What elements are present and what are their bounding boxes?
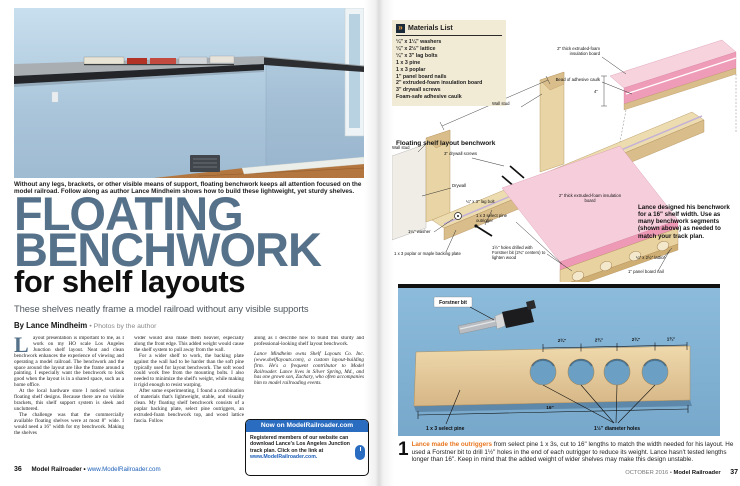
column-3: along as I describe how to build this st… [254,336,364,464]
materials-title: Materials List [408,25,453,32]
footer-url[interactable]: www.ModelRailroader.com [87,466,161,473]
label-backing-plate: 1 x 3 poplar or maple backing plate [394,251,461,256]
dim-spacing-3: 2¾" [632,336,641,342]
dim-4: 4" [594,89,599,94]
label-outrigger: 1 x 3 select pine outrigger [476,213,508,223]
wall-outlet [51,91,59,103]
label-wall-stud: Wall stud [392,145,410,150]
title-line-3: for shelf layouts [14,264,245,299]
material-item: ¼" x 2½" lattice [396,45,436,52]
diagram-art: 16" 4" [392,39,737,282]
benchwork-diagram: 16" 4" [392,14,740,282]
drywall-panel [392,143,427,241]
byline-credit: • Photos by the author [89,323,157,330]
label-foam-board: 2" thick extruded-foam insulation board [557,46,600,56]
baseboard [241,156,364,175]
label-caulk: Bead of adhesive caulk [555,77,600,82]
author-bio: Lance Mindheim owns Shelf Layouts Co. In… [254,350,364,387]
label-diameter-holes: 1½" diameter holes [594,425,640,432]
paragraph: wider would also make them heavier, espe… [134,336,244,353]
step-number: 1 [398,439,409,460]
lag-bolt-art [475,225,493,237]
hole-spacing-dim [542,342,688,352]
right-footer: OCTOBER 2016 • Model Railroader 37 [402,469,738,476]
material-item: 3" drywall screws [396,87,441,94]
paragraph: The challenge was that the commercially … [14,411,124,436]
step-caption: 1 Lance made the outriggers from select … [398,439,736,464]
page-number: 37 [730,469,738,476]
dim-spacing-4: 1¾" [667,336,676,342]
label-panel-nail: 1" panel board nail [628,269,664,274]
label-forstner-bit: Forstner bit [439,300,467,306]
promo-header: Now on ModelRailroader.com [246,420,368,432]
room-photo-art [14,8,364,178]
drywall-screw [509,165,525,179]
left-footer: 36 Model Railroader • www.ModelRailroade… [14,466,161,473]
label-foam-center: 2" thick extruded-foam insulation board [558,193,622,203]
label-drywall: Drywall [452,183,467,188]
promo-body: Registered members of our website can do… [246,432,368,464]
page-number: 36 [14,466,22,473]
caulk-bead-art [625,57,737,95]
material-item: ¼" x 3" lag bolts [396,52,438,59]
label-lightening-holes: 1½" holes drilled with Forstner bit (2¾"… [492,245,546,260]
material-item: 1 x 3 poplar [396,66,426,73]
drop-cap: L [14,336,29,357]
label-select-pine: 1 x 3 select pine [426,426,465,432]
diagram-title: Floating shelf layout benchwork [396,140,496,147]
byline: By Lance Mindheim • Photos by the author [14,321,156,330]
paragraph: After some experimenting, I found a comb… [134,388,244,424]
photo-caption: Without any legs, brackets, or other vis… [14,181,362,196]
step-lead-in: Lance made the outriggers [411,441,493,448]
section-rule [398,284,720,288]
dim-spacing-2: 2¾" [595,337,604,343]
right-wall [266,58,364,178]
leader-lines [417,56,673,272]
label-lattice: ¼" x 2½" lattice [636,255,666,260]
mouse-icon [355,444,365,460]
title-line-2: BENCHWORK [14,223,322,276]
foam-assembly [501,145,679,282]
room-photo [14,8,364,178]
materials-list: » Materials List ¼" x 1¼" washers ¼" x 2… [392,20,506,107]
material-item: 1" panel board nails [396,73,447,80]
promo-link[interactable]: www.ModelRailroader.com. [250,454,318,460]
byline-author: By Lance Mindheim [14,321,88,330]
title-line-1: FLOATING [14,187,244,240]
material-item: ¼" x 1¼" washers [396,39,442,45]
paragraph: ayout presentation is important to me, a… [14,336,124,389]
step-text: from select pine 1 x 3s, cut to 16" leng… [411,441,734,464]
forstner-bit-art [457,300,536,335]
paragraph: At the local hardware store I noticed va… [14,388,124,412]
label-drywall-screws: 3" drywall screws [444,151,478,156]
page-gutter [364,0,394,486]
promo-box: Now on ModelRailroader.com Registered me… [245,419,369,476]
deck: These shelves neatly frame a model railr… [14,303,309,314]
double-chevron-icon: » [396,24,405,33]
label-lag-bolt: ¼" x 3" lag bolt [466,199,495,204]
outrigger-photo-art: Forstner bit 2¾" 2¾" 2¾" 1¾" 16" [398,288,720,436]
model-trains [83,55,235,66]
paragraph: For a wider shelf to work, the backing p… [134,352,244,389]
magazine-name: Model Railroader [673,470,721,476]
column-2: wider would also make them heavier, espe… [134,336,244,464]
dim-spacing-1: 2¾" [558,337,567,343]
material-item: 1 x 3 pine [396,59,421,66]
paragraph: along as I describe how to build this st… [254,336,364,347]
label-wall-stud: Wall stud [492,101,510,106]
hole-leader-fan [542,384,656,424]
materials-header: » Materials List [396,24,502,36]
exploded-foam-slab [609,39,737,143]
diagram-caption: Lance designed his benchwork for a 16" s… [638,204,730,240]
material-item: 2" extruded-foam insulation board [396,80,483,87]
magazine-name: Model Railroader • [31,466,86,473]
board-length-dim [417,405,689,419]
material-item: Foam-safe adhesive caulk [396,94,462,101]
dim-board-length: 16" [546,405,554,411]
outrigger-photo: Forstner bit 2¾" 2¾" 2¾" 1¾" 16" [398,288,720,436]
label-washer: 1¼" washer [408,229,431,234]
issue-date: OCTOBER 2016 • [625,470,672,476]
